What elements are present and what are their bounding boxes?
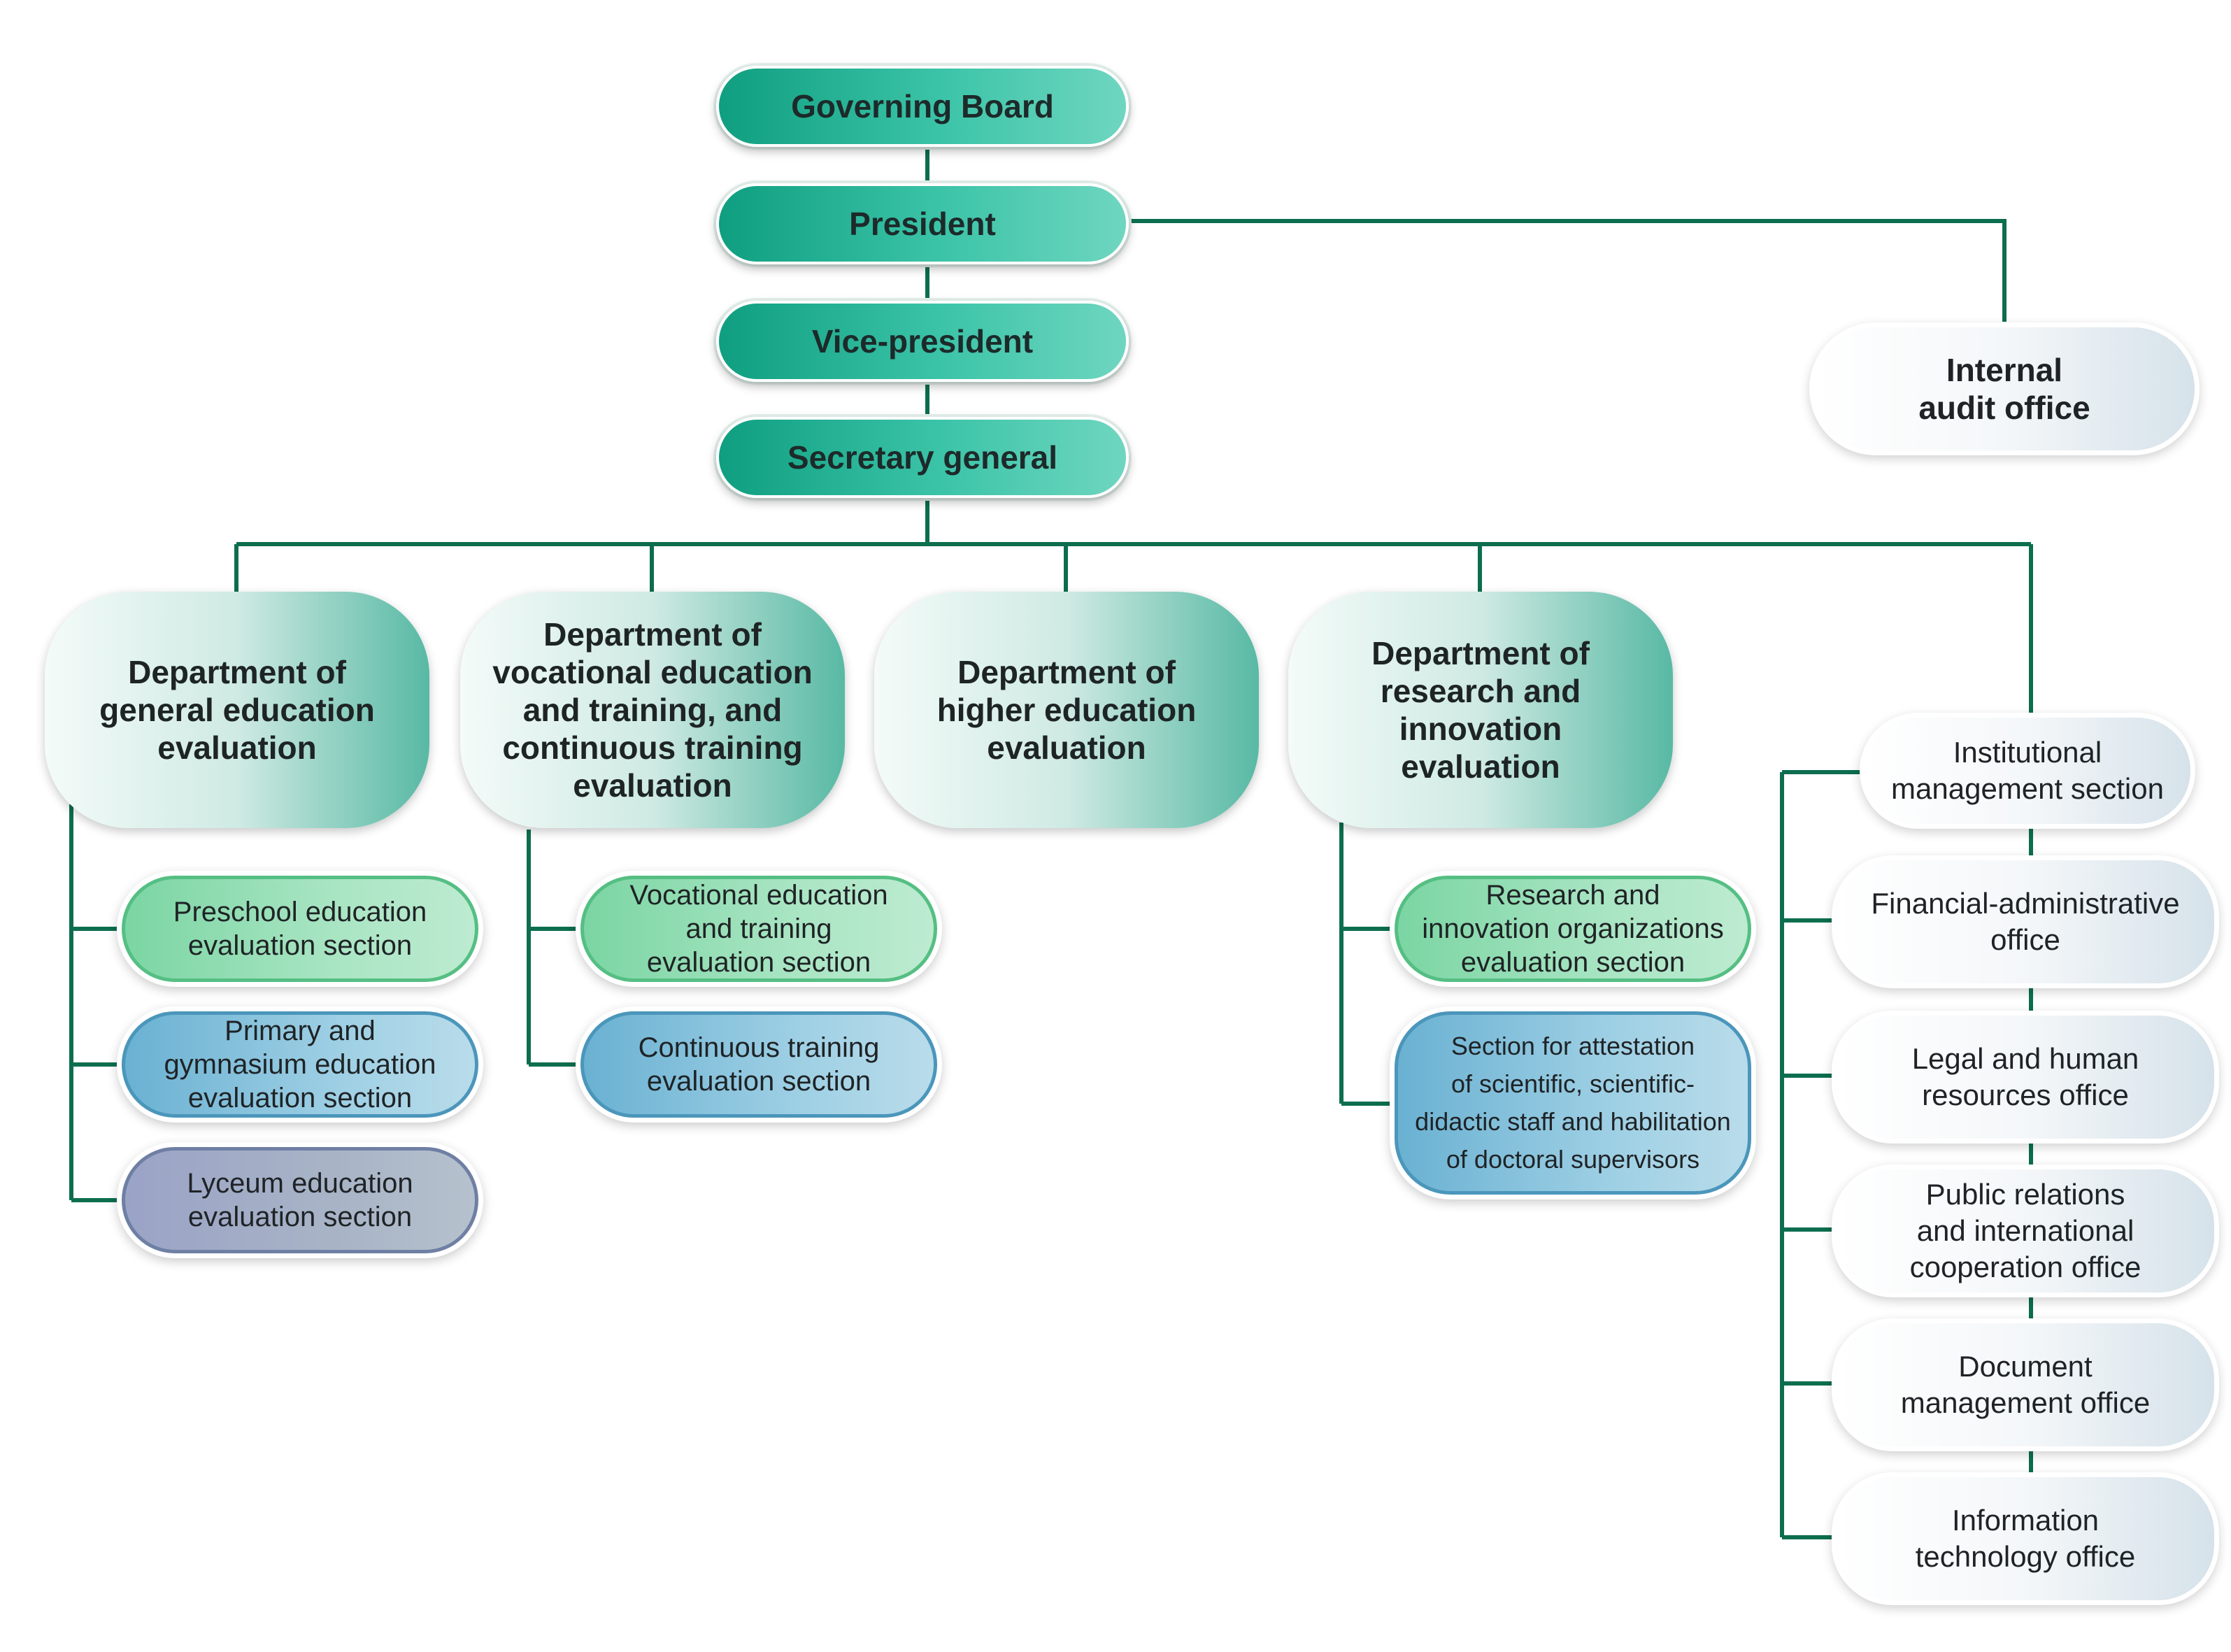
financial-administrative-office: Financial-administrative office <box>1837 860 2214 983</box>
continuous-training-section: Continuous training evaluation section <box>580 1011 937 1118</box>
department-higher-education: Department of higher education evaluatio… <box>874 592 1259 828</box>
vocational-training-section: Vocational education and training evalua… <box>580 876 937 982</box>
lyceum-education-section: Lyceum education evaluation section <box>122 1147 478 1253</box>
connector-president-audit <box>1130 219 2007 322</box>
secretary-general-box: Secretary general <box>716 417 1129 498</box>
department-research-innovation: Department of research and innovation ev… <box>1288 592 1673 828</box>
attestation-section: Section for attestation of scientific, s… <box>1395 1011 1751 1195</box>
preschool-education-section: Preschool education evaluation section <box>122 876 478 982</box>
department-vocational-education: Department of vocational education and t… <box>460 592 845 828</box>
department-general-education: Department of general education evaluati… <box>45 592 429 828</box>
president-box: President <box>716 183 1129 264</box>
primary-gymnasium-education-section: Primary and gymnasium education evaluati… <box>122 1011 478 1118</box>
information-technology-office: Information technology office <box>1837 1477 2214 1600</box>
document-management-office: Document management office <box>1837 1323 2214 1446</box>
internal-audit-office-box: Internal audit office <box>1814 327 2195 450</box>
vice-president-box: Vice-president <box>716 301 1129 382</box>
public-relations-office: Public relations and international coope… <box>1837 1169 2214 1293</box>
legal-human-resources-office: Legal and human resources office <box>1837 1016 2214 1139</box>
institutional-management-section: Institutional management section <box>1865 718 2190 824</box>
research-organizations-section: Research and innovation organizations ev… <box>1395 876 1751 982</box>
governing-board-box: Governing Board <box>716 66 1129 147</box>
connectors <box>69 147 2033 1539</box>
